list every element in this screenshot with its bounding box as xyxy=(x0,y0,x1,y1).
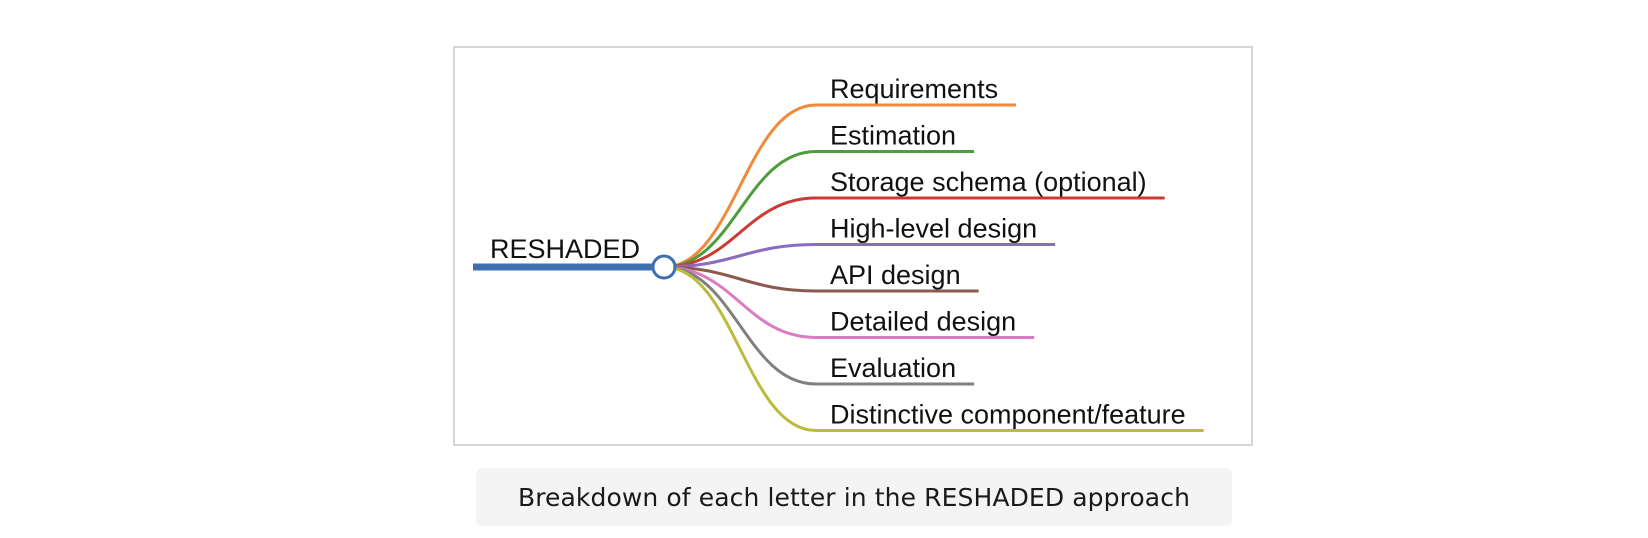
branch-label: API design xyxy=(830,260,961,290)
branch-connector xyxy=(663,265,1035,339)
branch-connector xyxy=(663,103,1017,269)
branch-connector xyxy=(663,196,1165,269)
branch-connector xyxy=(663,265,1204,432)
caption-box: Breakdown of each letter in the RESHADED… xyxy=(476,468,1232,526)
root-layer: RESHADED xyxy=(473,234,677,280)
caption-text: Breakdown of each letter in the RESHADED… xyxy=(517,482,1191,512)
branch-4: High-level design xyxy=(663,214,1056,269)
branch-label: Storage schema (optional) xyxy=(830,167,1147,197)
root-node-circle xyxy=(651,254,677,280)
branch-3: Storage schema (optional) xyxy=(663,167,1165,269)
branch-connector xyxy=(663,243,1056,269)
branch-connector xyxy=(663,150,975,269)
branch-connector xyxy=(663,265,979,293)
branch-1: Requirements xyxy=(663,74,1017,269)
branch-label: Estimation xyxy=(830,121,956,151)
branch-6: Detailed design xyxy=(663,265,1035,339)
branch-connector xyxy=(663,265,975,386)
branch-5: API design xyxy=(663,260,979,293)
branch-label: Requirements xyxy=(830,74,998,104)
branch-8: Distinctive component/feature xyxy=(663,265,1204,432)
branch-label: High-level design xyxy=(830,214,1037,244)
branch-label: Evaluation xyxy=(830,353,956,383)
root-label: RESHADED xyxy=(490,234,640,264)
branch-7: Evaluation xyxy=(663,265,975,386)
branch-label: Detailed design xyxy=(830,307,1016,337)
branch-2: Estimation xyxy=(663,121,975,269)
branch-label: Distinctive component/feature xyxy=(830,400,1186,430)
